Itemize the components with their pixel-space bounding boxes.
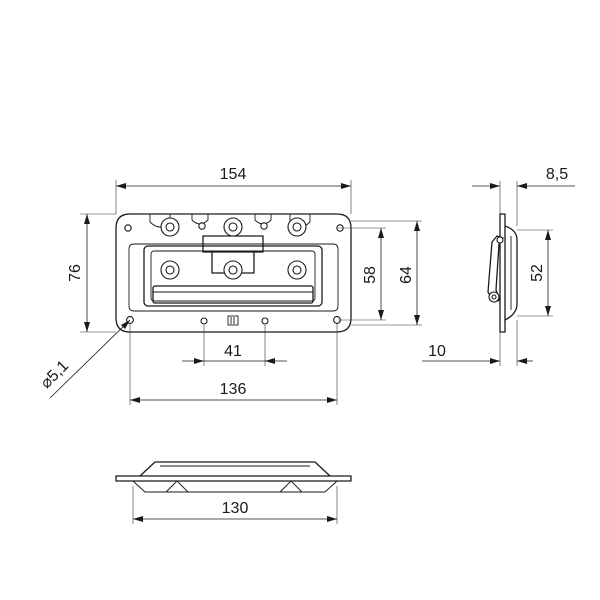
front-view: [115, 213, 352, 333]
dim-width-154-text: 154: [220, 166, 247, 183]
dim-height-76-text: 76: [67, 264, 84, 282]
dim-hole-spacing-41-text: 41: [224, 343, 242, 360]
dim-hole-spacing-41: 41: [182, 325, 287, 366]
bottom-pan-lower: [132, 480, 338, 493]
side-view: [487, 213, 518, 333]
dim-side-offset-text: 10: [428, 343, 446, 360]
side-flange: [499, 213, 506, 333]
bottom-pan-body: [139, 461, 331, 477]
front-handle-frame: [143, 245, 323, 307]
dim-height-58: 58: [338, 227, 386, 321]
side-top-pin: [496, 236, 504, 244]
dim-width-154: 154: [115, 166, 352, 214]
front-pan-outline: [128, 243, 339, 312]
front-rivets-middle: [160, 260, 307, 280]
bottom-view: [115, 461, 352, 493]
dim-height-64-text: 64: [398, 266, 415, 284]
dim-hole-diameter-text: ⌀5,1: [38, 357, 73, 392]
dim-bottom-width: 130: [132, 486, 338, 524]
front-grip-bar: [152, 285, 314, 304]
dim-bottom-width-text: 130: [222, 500, 249, 517]
dim-mount-spacing-136: 136: [129, 324, 338, 405]
dim-side-height: 52: [517, 229, 553, 317]
dim-side-depth-text: 8,5: [546, 166, 568, 183]
dim-height-76: 76: [67, 213, 116, 333]
dim-height-64: 64: [351, 220, 422, 326]
front-handle-inner: [150, 250, 316, 302]
bottom-flange: [115, 475, 352, 482]
front-mount-holes: [126, 316, 341, 325]
dim-side-offset: 10: [422, 320, 533, 366]
front-small-holes-top: [124, 222, 344, 232]
dim-side-depth: 8,5: [472, 166, 575, 226]
front-logo-mark: [227, 315, 239, 326]
bottom-foot-right: [279, 480, 303, 493]
bottom-foot-left: [165, 480, 189, 493]
side-pan-body: [504, 225, 518, 321]
dim-height-58-text: 58: [362, 266, 379, 284]
dim-side-height-text: 52: [529, 264, 546, 282]
dim-mount-spacing-136-text: 136: [220, 381, 247, 398]
front-rivets-top: [160, 217, 307, 237]
